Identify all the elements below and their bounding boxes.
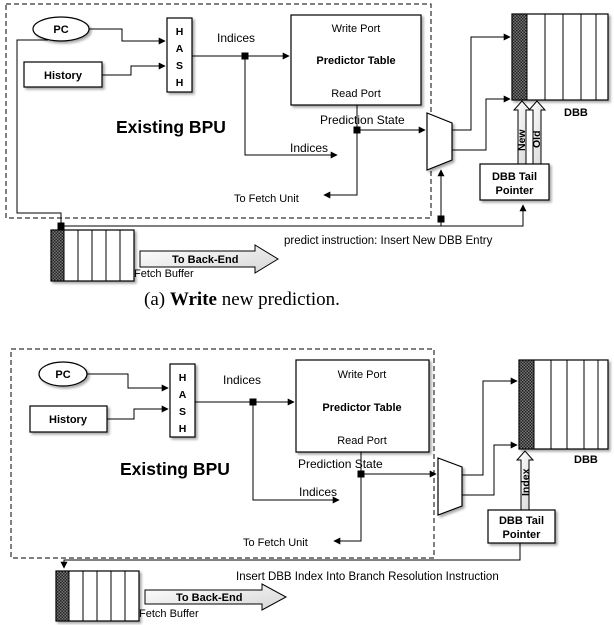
mux-b <box>437 457 463 516</box>
history-box-b <box>29 405 108 433</box>
predictor-table-label: Predictor Table <box>316 55 395 67</box>
write-port-label-b: Write Port <box>338 369 387 381</box>
caption-a: (a) Write new prediction. <box>144 289 340 310</box>
hash-letter-a: A <box>176 43 184 55</box>
prediction-state-label: Prediction State <box>320 113 405 127</box>
hash-letter-h2: H <box>176 77 184 89</box>
write-port-label: Write Port <box>332 23 381 35</box>
predict-junction <box>437 215 445 223</box>
panel-b <box>10 348 609 622</box>
index-label: Index <box>520 468 532 496</box>
existing-bpu-label-b: Existing BPU <box>120 459 230 479</box>
history-label-b: History <box>49 414 88 426</box>
dbb-tail-label: DBB Tail <box>492 171 537 183</box>
fetch-buffer <box>50 229 135 282</box>
dbb-buffer <box>511 13 609 101</box>
dbb-label-b: DBB <box>574 454 598 466</box>
dbb-label: DBB <box>564 107 588 119</box>
to-back-end-label: To Back-End <box>172 254 238 266</box>
indices-bottom-label-b: Indices <box>299 485 337 499</box>
hash-box <box>166 17 193 93</box>
caption-a-rest: new prediction. <box>217 289 340 310</box>
to-fetch-unit-label: To Fetch Unit <box>234 193 299 205</box>
predictor-table-box <box>290 14 422 106</box>
read-port-label-b: Read Port <box>337 435 387 447</box>
indices-bottom-label: Indices <box>290 141 328 155</box>
new-label: New <box>516 129 528 151</box>
hash-box-b <box>169 363 196 438</box>
dbb-tail-label-b: DBB Tail <box>499 515 544 527</box>
hash-letter-h1-b: H <box>179 372 187 384</box>
to-back-end-arrow <box>139 244 279 274</box>
indices-top-label-b: Indices <box>223 373 261 387</box>
pc-label: PC <box>53 24 68 36</box>
dbb-tail-pointer-box <box>479 163 550 201</box>
mux <box>426 112 453 171</box>
caption-a-bold: Write <box>170 289 217 310</box>
existing-bpu-label: Existing BPU <box>116 117 226 137</box>
panel-a <box>5 3 609 282</box>
hash-letter-a-b: A <box>179 389 187 401</box>
predictor-table-box-b <box>295 359 430 453</box>
fetch-buffer-b <box>55 570 140 622</box>
dbb-tail-pointer-box-b <box>487 509 556 544</box>
caption-a-prefix: (a) <box>144 289 170 310</box>
history-label: History <box>44 70 83 82</box>
existing-bpu-boundary-b <box>10 348 435 559</box>
prediction-state-label-b: Prediction State <box>298 457 383 471</box>
to-back-end-arrow-b <box>144 583 288 611</box>
index-arrow <box>515 450 535 511</box>
fetch-buffer-label: Fetch Buffer <box>134 268 194 280</box>
new-arrow <box>512 100 532 165</box>
to-back-end-label-b: To Back-End <box>176 592 242 604</box>
hash-letter-h2-b: H <box>179 423 187 435</box>
existing-bpu-boundary <box>5 3 432 219</box>
indices-top-label: Indices <box>217 31 255 45</box>
old-arrow <box>527 100 547 165</box>
predictor-table-label-b: Predictor Table <box>322 402 401 414</box>
dbb-tail-pointer-label: Pointer <box>496 185 535 197</box>
hash-letter-s: S <box>176 60 183 72</box>
pc-label-b: PC <box>55 369 70 381</box>
read-port-label: Read Port <box>331 88 381 100</box>
history-box <box>23 61 103 88</box>
hash-letter-h1: H <box>176 26 184 38</box>
dbb-buffer-b <box>518 359 609 450</box>
hash-letter-s-b: S <box>179 406 186 418</box>
insert-index-label: Insert DBB Index Into Branch Resolution … <box>236 571 499 583</box>
dbb-tail-pointer-label-b: Pointer <box>503 529 542 541</box>
predict-instruction-label: predict instruction: Insert New DBB Entr… <box>284 235 493 247</box>
old-label: Old <box>531 131 543 149</box>
fetch-buffer-label-b: Fetch Buffer <box>139 608 199 620</box>
to-fetch-unit-label-b: To Fetch Unit <box>243 537 308 549</box>
